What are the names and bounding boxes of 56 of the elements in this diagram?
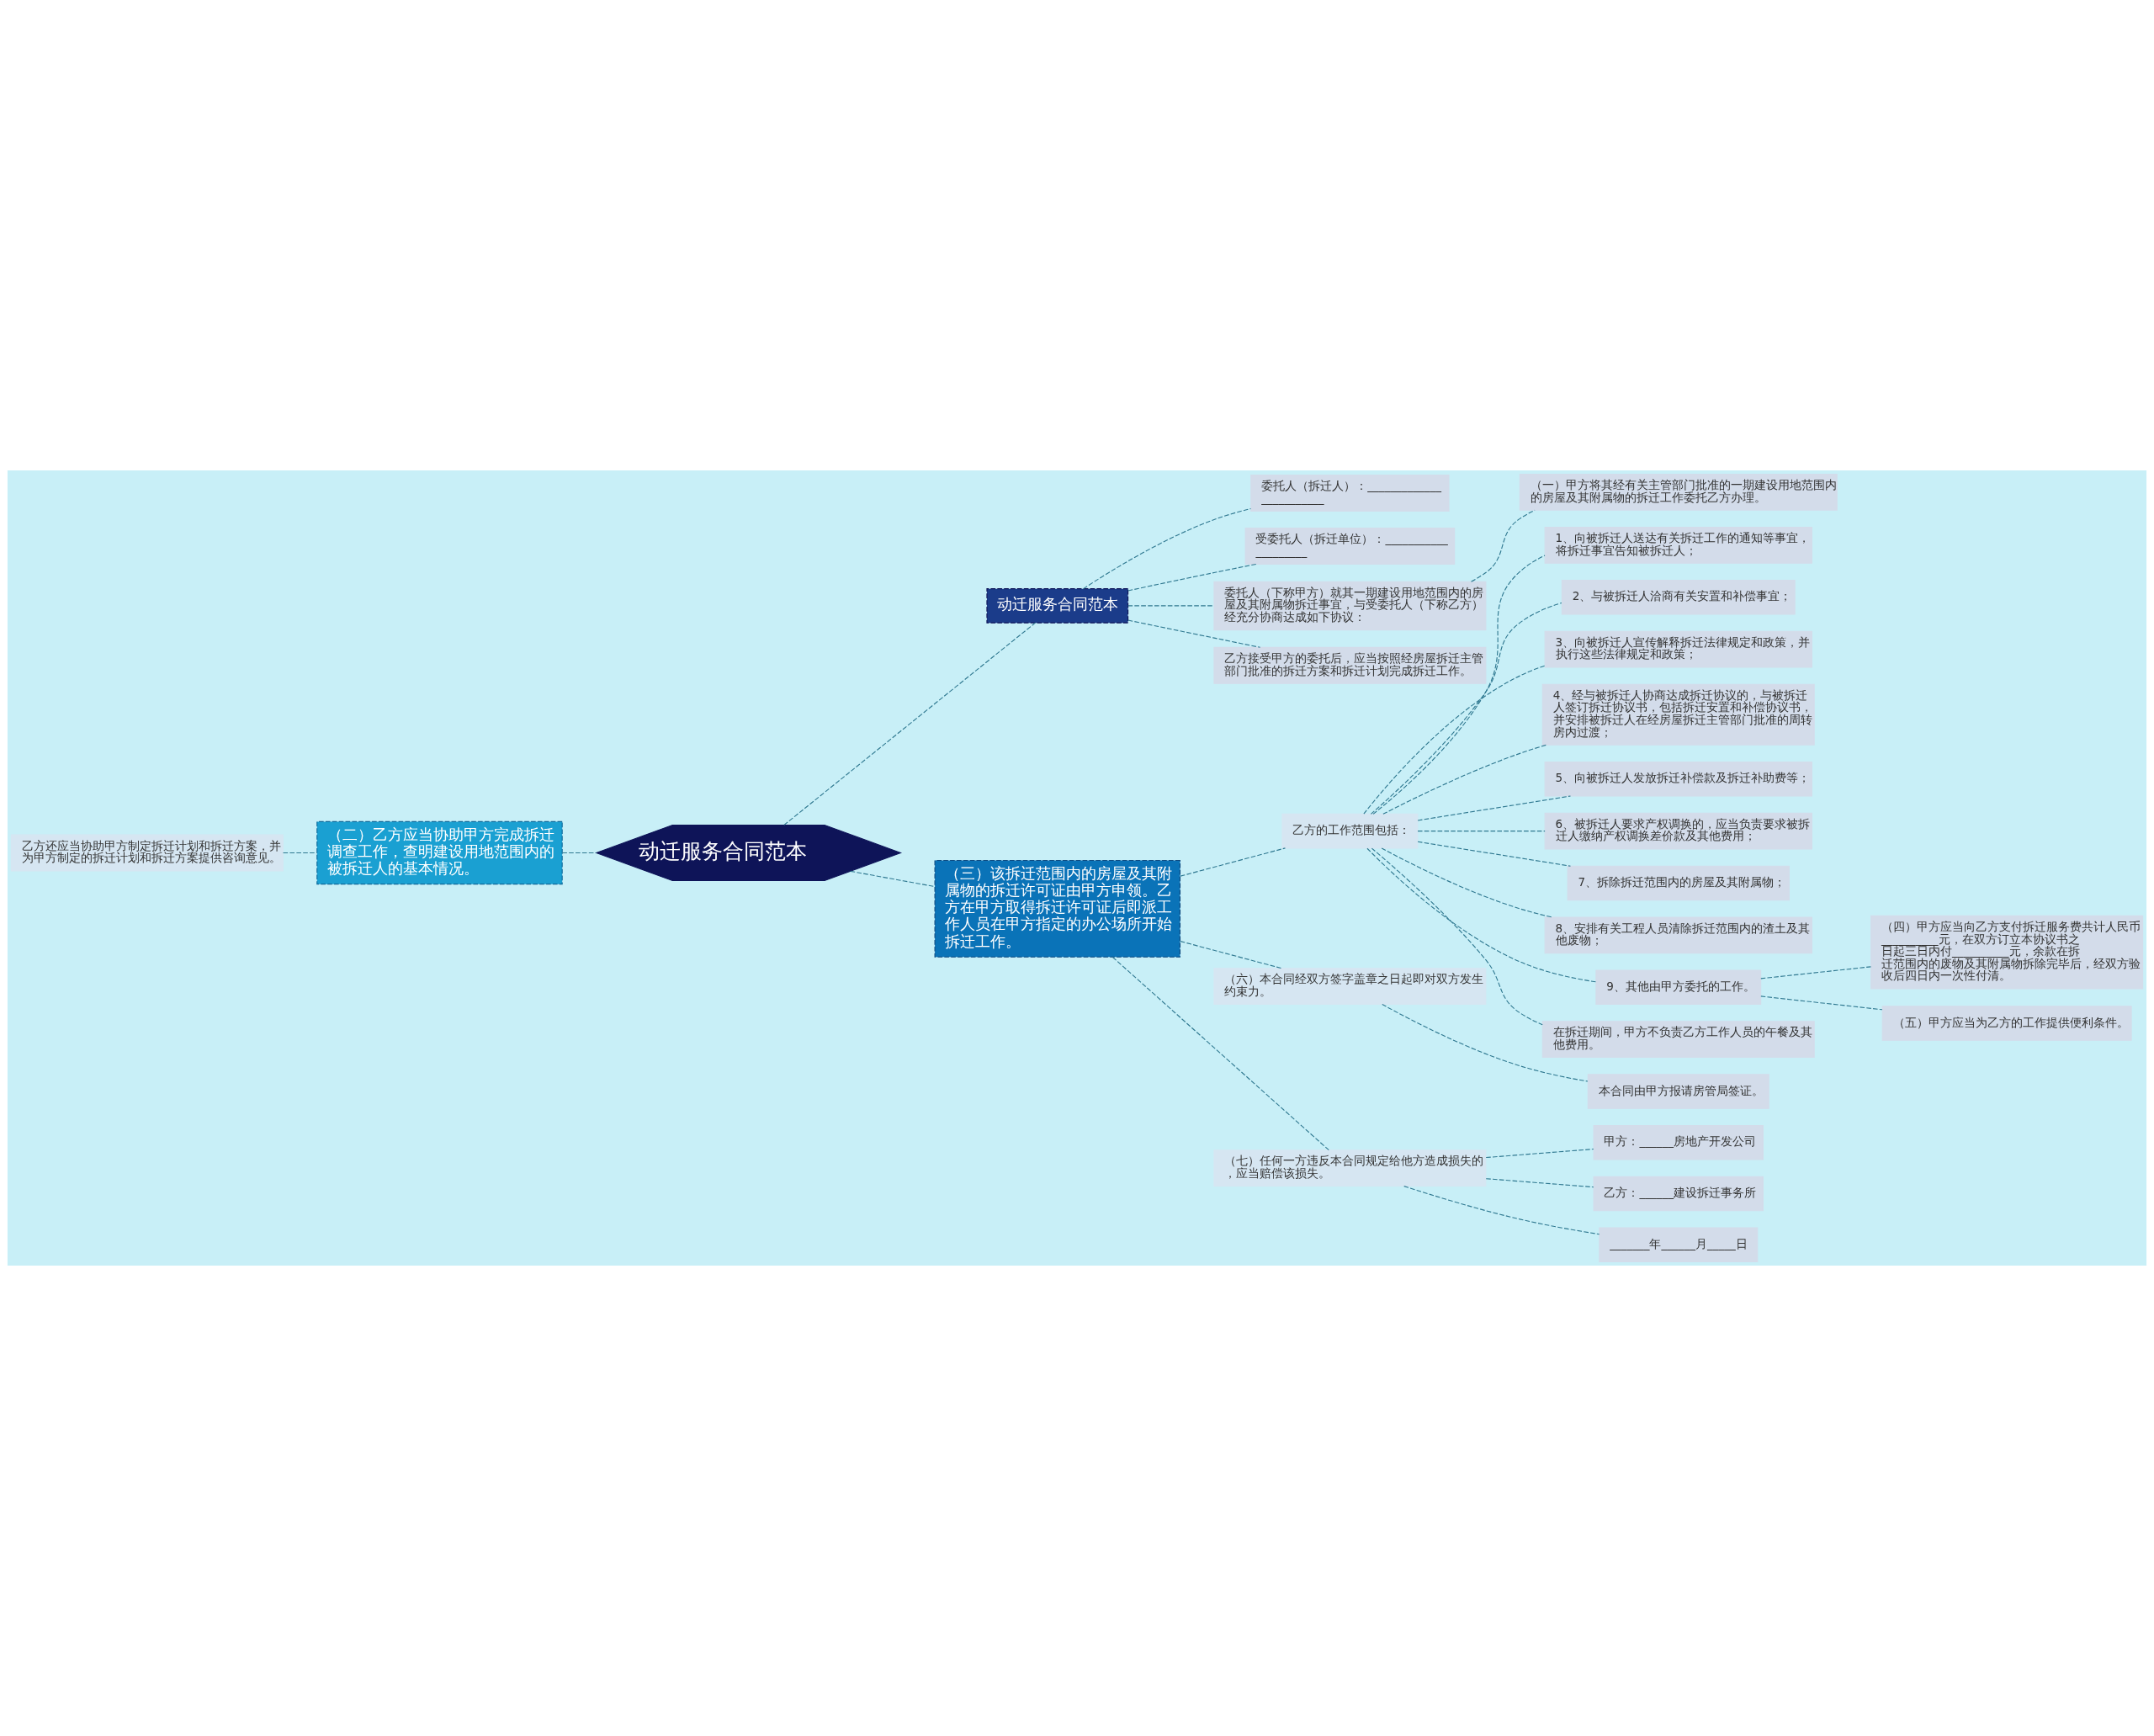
node-box: 4、经与被拆迁人协商达成拆迁协议的，与被拆迁人签订拆迁协议书，包括拆迁安置和补偿协议书，并安排被拆迁人在经房屋拆迁主管部门批准的周转房内过渡；: [1541, 683, 1815, 746]
connector: [1366, 847, 1597, 983]
node-box: 7、拆除拆迁范围内的房屋及其附属物；: [1567, 865, 1790, 901]
node-box: 9、其他由甲方委托的工作。: [1595, 969, 1762, 1006]
connector: [1760, 966, 1872, 979]
connector: [1371, 847, 1543, 1026]
node-box: （七）任何一方违反本合同规定给他方造成损失的，应当赔偿该损失。: [1213, 1149, 1487, 1187]
node-box: 乙方：______建设拆迁事务所: [1593, 1176, 1764, 1212]
connector: [1382, 744, 1547, 815]
node-box: 甲方：______房地产开发公司: [1593, 1124, 1764, 1160]
connector: [1417, 831, 1546, 832]
connector: [1111, 956, 1329, 1151]
connector: [1180, 941, 1282, 969]
node-box: （四）甲方应当向乙方支付拆迁服务费共计人民币__________元，在双方订立本协议书之日起三日内付__________元，余款在拆迁范围内的废物及其附属物拆除完毕后，经双方验收后四日内一次性付清。: [1870, 915, 2144, 990]
node-box: 8、安排有关工程人员清除拆迁范围内的渣土及其他废物；: [1544, 916, 1812, 954]
connector: [282, 852, 318, 854]
node-box: 乙方还应当协助甲方制定拆迁计划和拆迁方案，并为甲方制定的拆迁计划和拆迁方案提供咨询意见。: [10, 834, 284, 872]
connector: [783, 622, 1036, 826]
node-box: （六）本合同经双方签字盖章之日起即对双方发生约束力。: [1213, 968, 1487, 1006]
node-box: 在拆迁期间，甲方不负责乙方工作人员的午餐及其他费用。: [1541, 1021, 1815, 1059]
connector: [1381, 847, 1552, 918]
node-box: 6、被拆迁人要求产权调换的，应当负责要求被拆迁人缴纳产权调换差价款及其他费用；: [1544, 812, 1812, 850]
node-box: （三）该拆迁范围内的房屋及其附属物的拆迁许可证由甲方申领。乙方在甲方取得拆迁许可证后即派工作人员在甲方指定的办公场所开始拆迁工作。: [934, 859, 1181, 958]
connector: [1382, 1003, 1589, 1082]
connector: [1403, 1186, 1600, 1235]
connector: [1370, 602, 1562, 815]
connector: [1127, 563, 1257, 592]
connector: [1760, 995, 1883, 1011]
node-box: （一）甲方将其经有关主管部门批准的一期建设用地范围内的房屋及其附属物的拆迁工作委托乙方办理。: [1519, 473, 1838, 511]
node-box: 本合同由甲方报请房管局签证。: [1587, 1074, 1769, 1109]
node-box: 3、向被拆迁人宣传解释拆迁法律规定和政策，并执行这些法律规定和政策；: [1544, 630, 1812, 668]
connector: [850, 870, 936, 888]
connector: [1083, 507, 1252, 590]
node-box: 2、与被拆迁人洽商有关安置和补偿事宜；: [1561, 579, 1796, 615]
connector: [1127, 605, 1215, 607]
connector: [561, 852, 597, 854]
node-box: 乙方接受甲方的委托后，应当按照经房屋拆迁主管部门批准的拆迁方案和拆迁计划完成拆迁工作。: [1213, 646, 1487, 684]
node-box: （五）甲方应当为乙方的工作提供便利条件。: [1881, 1006, 2132, 1041]
connector: [1180, 847, 1286, 877]
node-box: 委托人（拆迁人）：________________________: [1250, 475, 1450, 512]
node-box: 委托人（下称甲方）就其一期建设用地范围内的房屋及其附属物拆迁事宜，与受委托人（下称乙方）经充分协商达成如下协议：: [1213, 581, 1487, 631]
node-box: 受委托人（拆迁单位）：____________________: [1244, 528, 1456, 565]
connector: [1470, 509, 1536, 582]
connector: [1363, 665, 1546, 815]
node-box: （二）乙方应当协助甲方完成拆迁调查工作，查明建设用地范围内的被拆迁人的基本情况。: [316, 820, 563, 885]
node-box: 动迁服务合同范本: [986, 588, 1129, 624]
connector: [1417, 841, 1572, 867]
connector: [1127, 619, 1261, 648]
node-box: 5、向被拆迁人发放拆迁补偿款及拆迁补助费等；: [1544, 761, 1812, 797]
connector: [1417, 795, 1572, 821]
node-box: 乙方的工作范围包括：: [1281, 813, 1419, 849]
connector: [1485, 1149, 1594, 1159]
connector: [1485, 1178, 1594, 1188]
node-box: 1、向被拆迁人送达有关拆迁工作的通知等事宜，将拆迁事宜告知被拆迁人；: [1544, 526, 1812, 564]
connector: [1372, 555, 1546, 815]
node-box: _______年______月_____日: [1599, 1227, 1759, 1263]
